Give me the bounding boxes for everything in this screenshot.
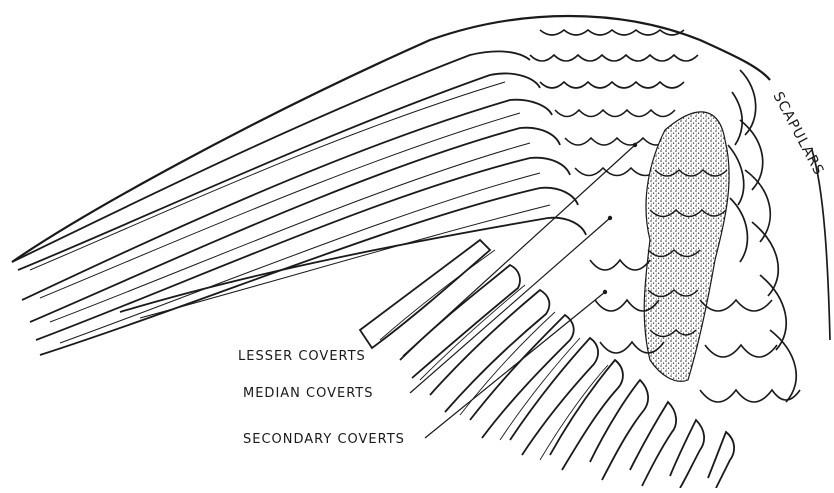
primary-feathers (12, 51, 586, 355)
scapulars-label: SCAPULARS (769, 89, 826, 178)
scapular-feathers (728, 70, 830, 402)
leader-dots (603, 143, 637, 294)
median-coverts-leader (410, 218, 610, 393)
secondary-coverts-label: SECONDARY COVERTS (243, 432, 405, 447)
lesser-coverts-leader (403, 145, 635, 356)
median-coverts-stipple (644, 112, 729, 381)
median-coverts-label: MEDIAN COVERTS (243, 386, 374, 401)
lesser-coverts-label: LESSER COVERTS (238, 349, 366, 364)
